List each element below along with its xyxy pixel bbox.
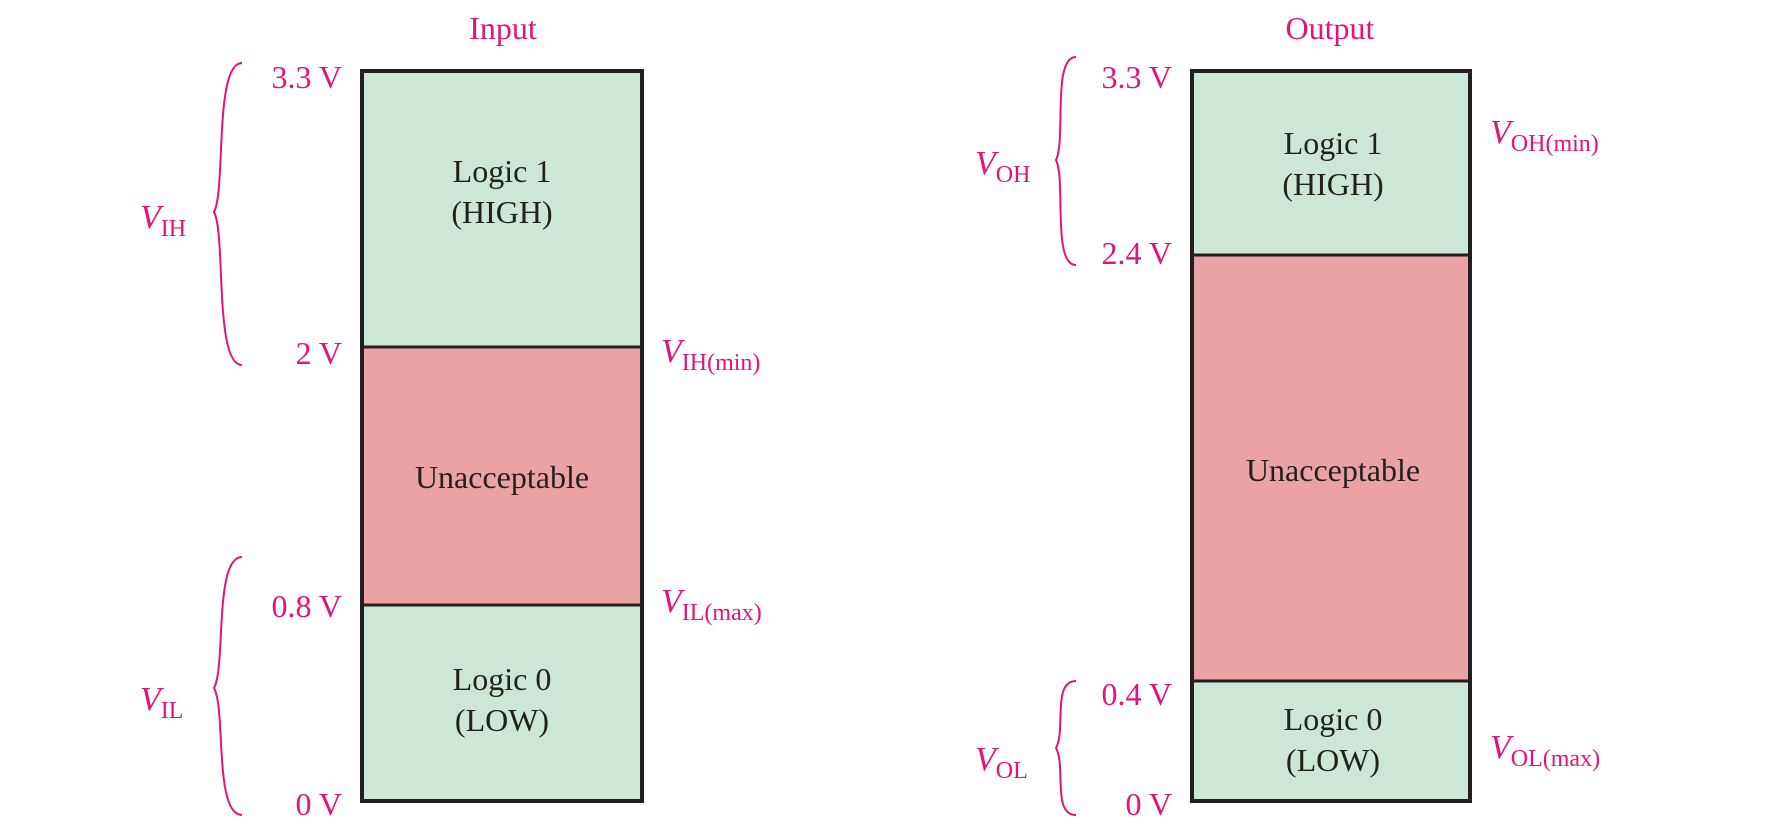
input-vil-max-label: VIL(max) [661,583,762,626]
output-vol-max-label: VOL(max) [1490,729,1600,772]
output-tick-0v4: 0.4 V [1101,676,1172,712]
output-logic0-line2: (LOW) [1286,742,1380,778]
output-unacceptable-label: Unacceptable [1246,452,1420,488]
output-zones [1190,69,1472,803]
output-title: Output [1286,10,1375,46]
input-tick-0v8: 0.8 V [271,588,342,624]
output-tick-0v: 0 V [1125,786,1172,821]
input-zones [360,69,644,803]
input-vil-brace [212,556,243,816]
output-tick-2v4: 2.4 V [1101,235,1172,271]
input-frame [360,69,644,803]
output-logic1-line2: (HIGH) [1282,166,1383,202]
output-logic1-line1: Logic 1 [1284,125,1383,161]
input-tick-2v: 2 V [295,335,342,371]
input-title: Input [469,10,537,46]
input-vih-min-label: VIH(min) [661,333,760,376]
input-vih-label: VIH [140,199,186,242]
output-vol-brace [1054,680,1077,816]
output-frame [1190,69,1472,803]
input-logic1-zone [362,71,642,347]
output-logic0-zone [1192,681,1470,801]
input-tick-3v3: 3.3 V [271,59,342,95]
input-unacceptable-label: Unacceptable [415,459,589,495]
output-vol-label: VOL [975,741,1028,784]
input-logic1-line1: Logic 1 [453,153,552,189]
output-logic1-zone [1192,71,1470,255]
input-logic0-zone [362,605,642,801]
output-unacceptable-zone [1192,255,1470,681]
input-tick-0v: 0 V [295,786,342,821]
output-voh-label: VOH [975,145,1030,188]
output-voh-brace [1054,56,1077,266]
input-unacceptable-zone [362,347,642,605]
output-tick-3v3: 3.3 V [1101,59,1172,95]
input-logic0-line1: Logic 0 [453,661,552,697]
input-logic1-line2: (HIGH) [451,194,552,230]
output-logic0-line1: Logic 0 [1284,701,1383,737]
input-logic0-line2: (LOW) [455,702,549,738]
input-vih-brace [212,62,243,366]
input-vil-label: VIL [140,681,183,724]
output-voh-min-label: VOH(min) [1490,114,1599,157]
